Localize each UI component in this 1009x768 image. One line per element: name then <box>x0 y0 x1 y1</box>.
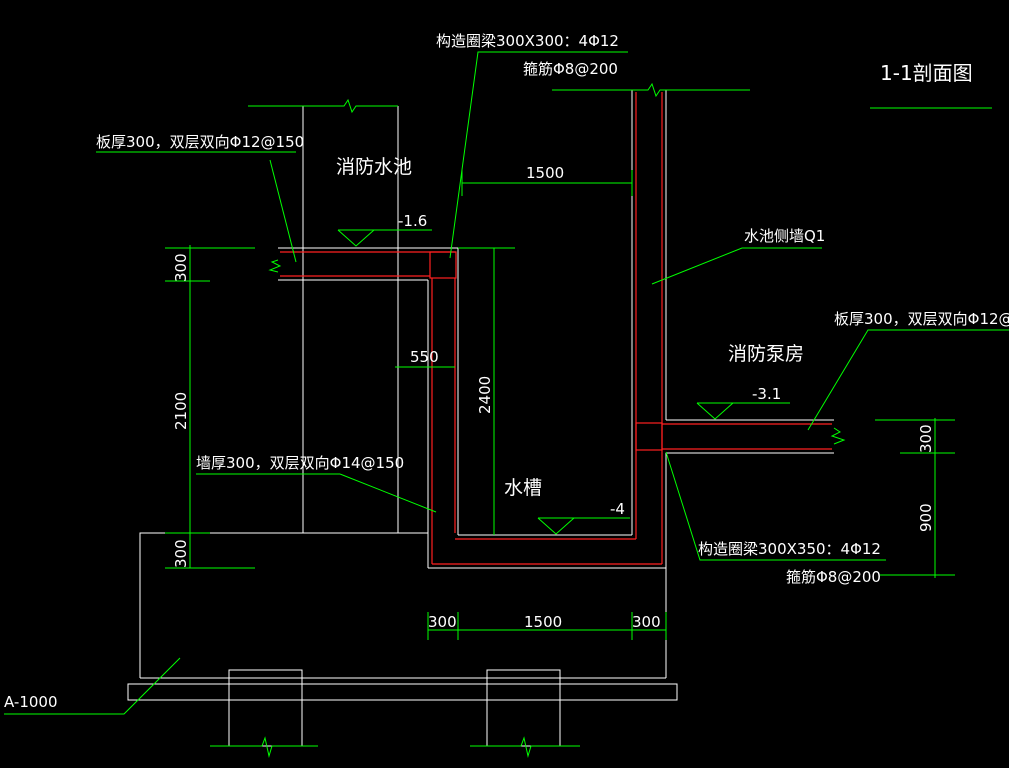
callout-slab-top: 板厚300，双层双向Φ12@150 <box>96 133 304 151</box>
room-sump: 水槽 <box>504 477 542 499</box>
dim-sump-width-top: 1500 <box>526 164 564 182</box>
rebar-lines <box>280 92 832 565</box>
dimension-lines <box>4 51 1009 758</box>
dim-right-bottom: 900 <box>917 503 935 532</box>
room-pump-room: 消防泵房 <box>728 343 804 365</box>
callout-stirrup-bottom: 箍筋Φ8@200 <box>786 568 881 586</box>
callout-beam-bottom: 构造圈梁300X350：4Φ12 <box>698 540 881 558</box>
dim-left-mid: 2100 <box>172 392 190 430</box>
dim-bottom-mid: 1500 <box>524 613 562 631</box>
callout-wall: 墙厚300，双层双向Φ14@150 <box>196 454 404 472</box>
room-fire-pool: 消防水池 <box>336 156 412 178</box>
callout-pool-side-wall: 水池侧墙Q1 <box>744 227 825 245</box>
dim-bottom-left: 300 <box>428 613 457 631</box>
callout-stirrup-top: 箍筋Φ8@200 <box>523 60 618 78</box>
dim-sump-depth: 2400 <box>476 376 494 414</box>
drawing-title: 1-1剖面图 <box>880 61 973 85</box>
dim-right-top: 300 <box>917 424 935 453</box>
callout-slab-right: 板厚300，双层双向Φ12@ <box>834 310 1009 328</box>
dim-step: 550 <box>410 348 439 366</box>
callout-foundation: A-1000 <box>4 693 58 711</box>
dim-bottom-right: 300 <box>632 613 661 631</box>
elevation-sump-floor: -4 <box>610 500 625 518</box>
dim-left-top: 300 <box>172 253 190 282</box>
callout-beam-top: 构造圈梁300X300：4Φ12 <box>436 32 619 50</box>
dim-left-bottom: 300 <box>172 539 190 568</box>
elevation-pool-floor: -1.6 <box>398 212 427 230</box>
elevation-pump-floor: -3.1 <box>752 385 781 403</box>
